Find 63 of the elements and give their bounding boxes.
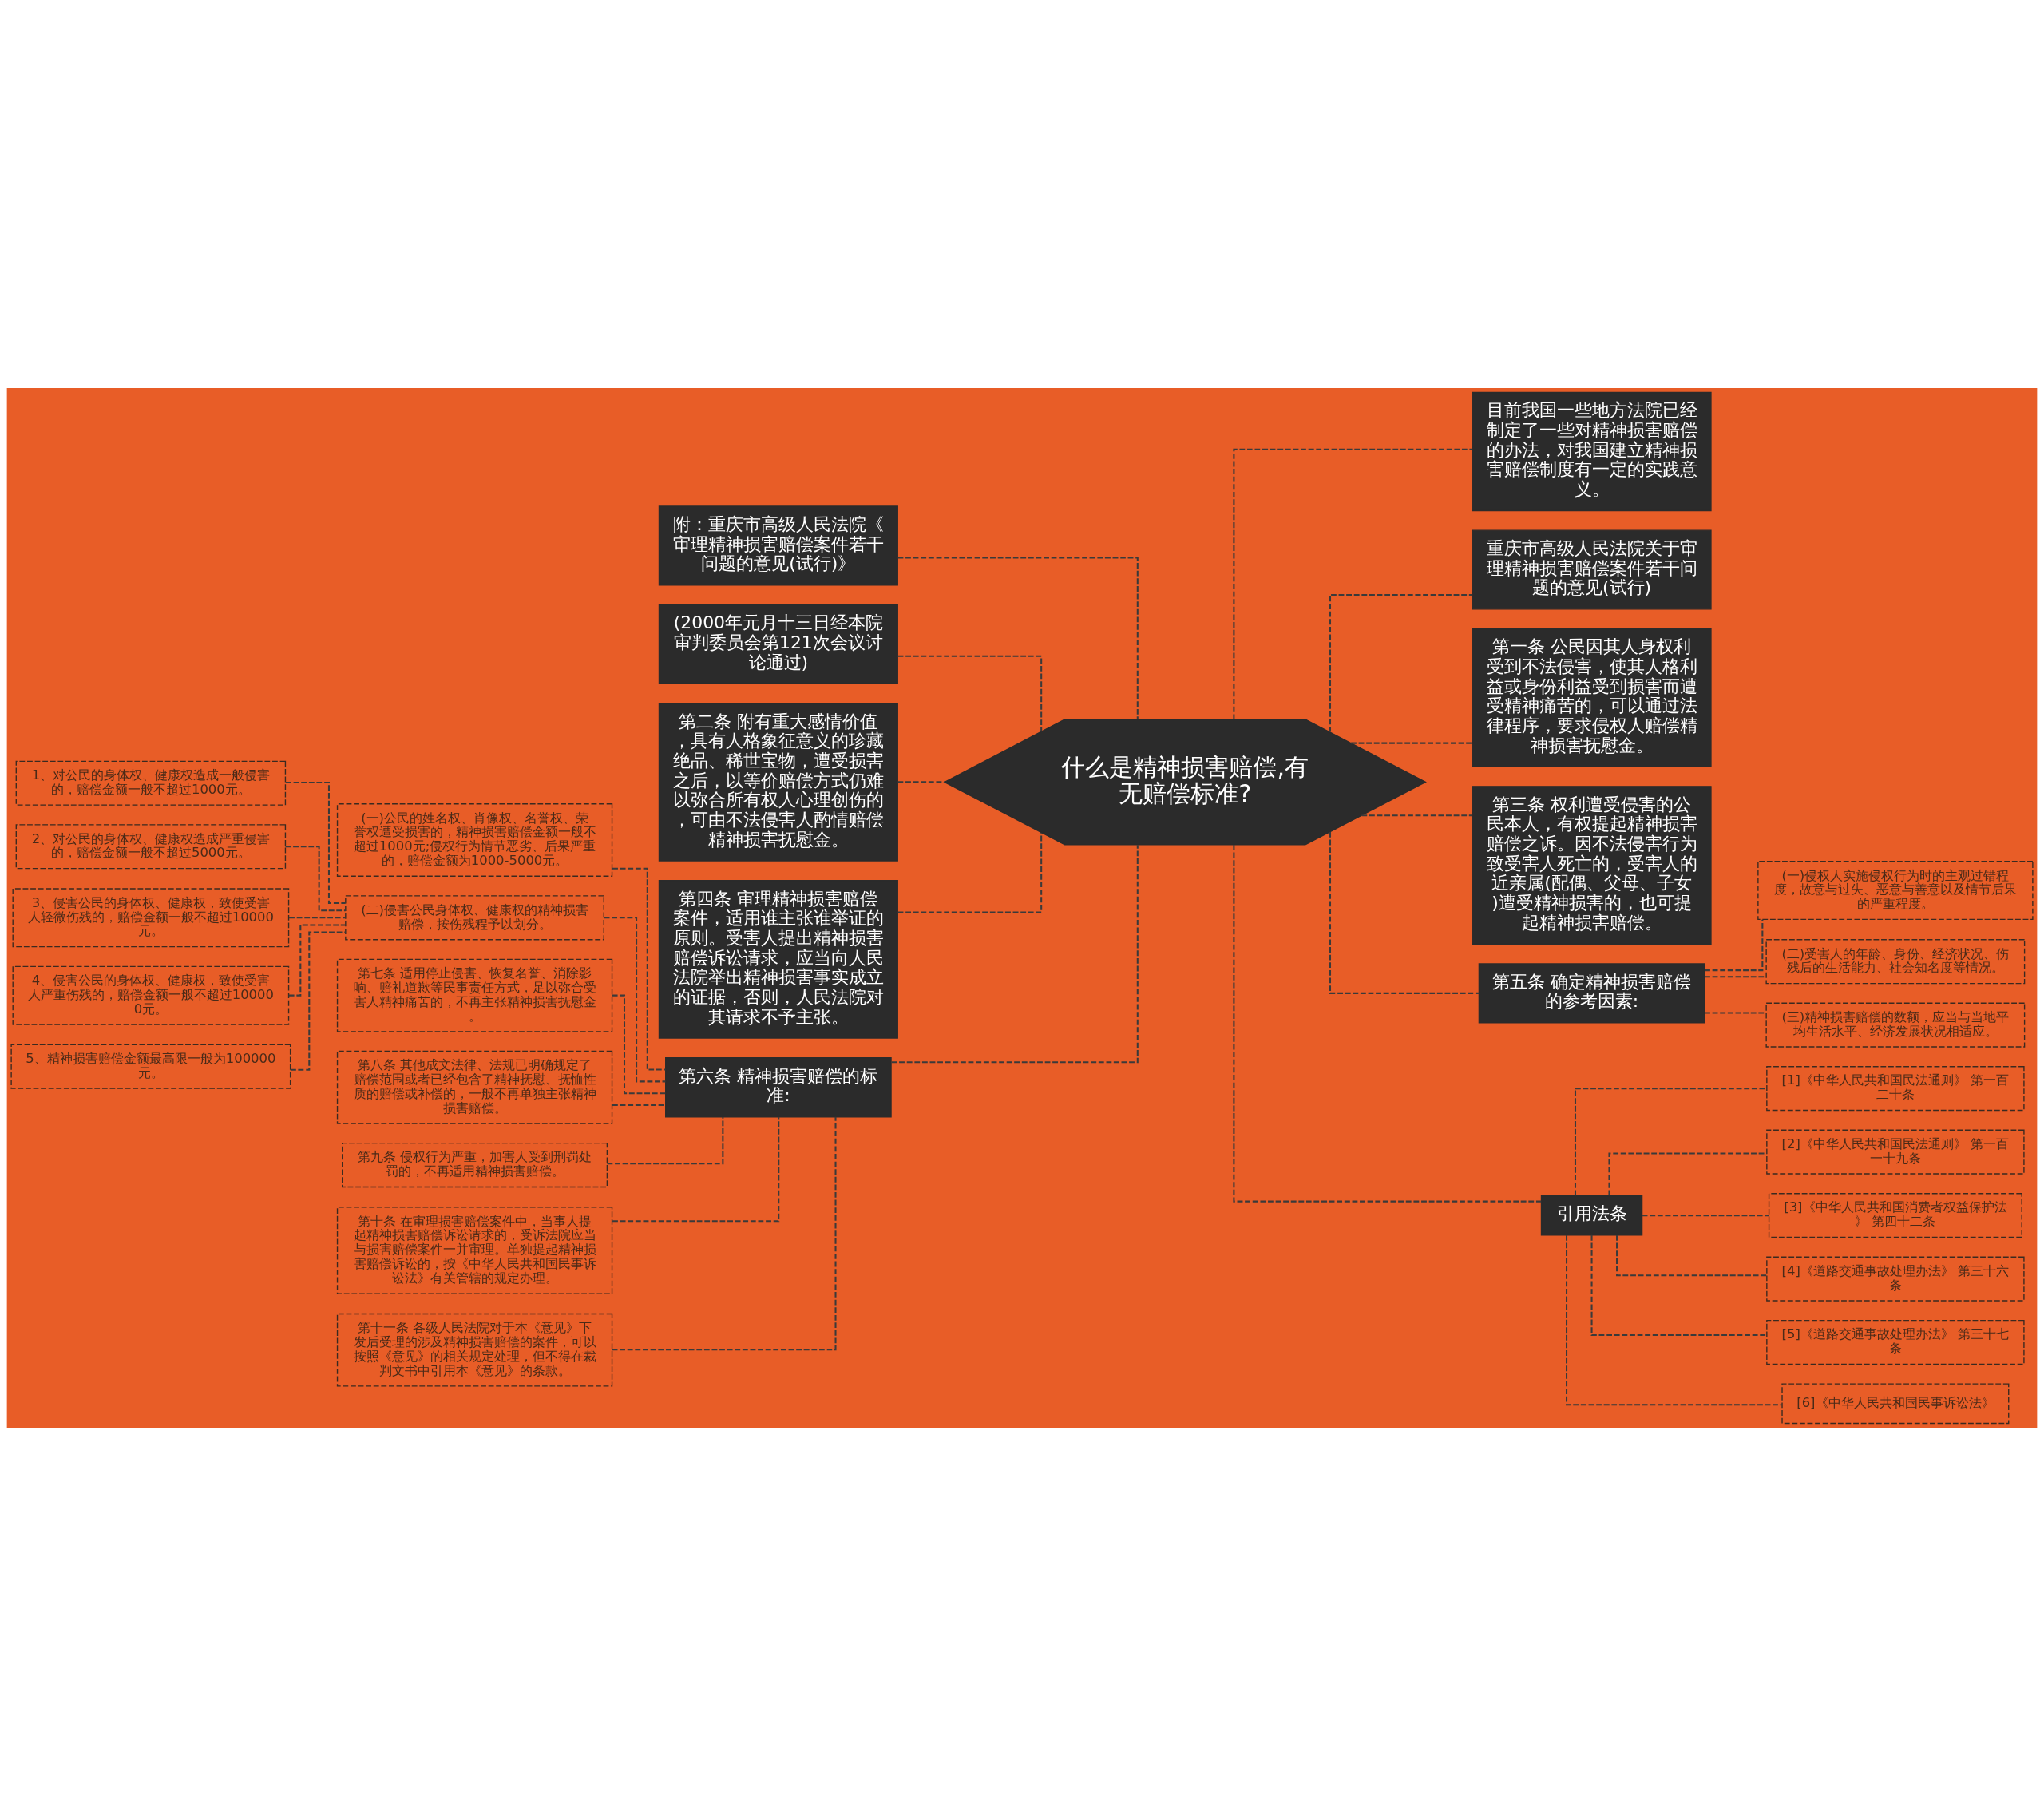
connector <box>1233 448 1472 719</box>
node-box: [3]《中华人民共和国消费者权益保护法》 第四十二条 <box>1768 1192 2022 1238</box>
connector <box>897 655 1043 731</box>
connector <box>1616 1234 1767 1276</box>
connector <box>1329 593 1473 732</box>
connector <box>612 1116 837 1350</box>
connector <box>1590 1234 1767 1336</box>
node-box: [4]《道路交通事故处理办法》 第三十六条 <box>1766 1256 2025 1302</box>
node-box: [2]《中华人民共和国民法通则》 第一百一十九条 <box>1766 1129 2025 1175</box>
connector <box>1608 1151 1767 1195</box>
connector <box>1705 975 1766 977</box>
connector <box>1233 844 1542 1203</box>
node-box: 附：重庆市高级人民法院《审理精神损害赔偿案件若干问题的意见(试行)》 <box>658 505 898 585</box>
connector <box>612 1104 666 1106</box>
node-box: (二)受害人的年龄、身份、经济状况、伤残后的生活能力、社会知名度等情况。 <box>1765 938 2026 984</box>
node-box: [5]《道路交通事故处理办法》 第三十七条 <box>1766 1319 2025 1365</box>
connector <box>285 781 346 904</box>
node-box: 3、侵害公民的身体权、健康权，致使受害人轻微伤残的，赔偿金额一般不超过10000元。 <box>12 887 290 947</box>
node-box: 2、对公民的身体权、健康权造成严重侵害的，赔偿金额一般不超过5000元。 <box>15 823 287 869</box>
connector <box>1361 814 1473 816</box>
node-box: 第六条 精神损害赔偿的标准: <box>665 1056 892 1117</box>
connector <box>897 832 1043 913</box>
connector <box>1329 831 1480 994</box>
node-box: 第七条 适用停止侵害、恢复名誉、消除影响、赔礼道歉等民事责任方式，足以弥合受害人精神痛苦的，不再主张精神损害抚慰金。 <box>336 958 613 1032</box>
node-box: 5、精神损害赔偿金额最高限一般为100000元。 <box>10 1044 291 1089</box>
connector <box>897 780 945 783</box>
connector <box>1705 1012 1766 1014</box>
connector <box>607 1116 724 1164</box>
node-box: 第五条 确定精神损害赔偿的参考因素: <box>1478 962 1705 1024</box>
connector <box>604 916 666 1082</box>
connector <box>612 1116 780 1222</box>
node-box: 第八条 其他成文法律、法规已明确规定了赔偿范围或者已经包含了精神抚慰、抚恤性质的赔偿或补偿的，一般不再单独主张精神损害赔偿。 <box>336 1050 613 1124</box>
node-box: (二)侵害公民身体权、健康权的精神损害赔偿，按伤残程予以划分。 <box>345 894 604 940</box>
node-box: [6]《中华人民共和国民事诉讼法》 <box>1781 1383 2010 1424</box>
node-box: 引用法条 <box>1540 1195 1643 1235</box>
connector <box>288 923 346 997</box>
node-box: 重庆市高级人民法院关于审理精神损害赔偿案件若干问题的意见(试行) <box>1472 529 1712 610</box>
node-box: 第一条 公民因其人身权利受到不法侵害，使其人格利益或身份利益受到损害而遭受精神痛苦的，可以通过法律程序，要求侵权人赔偿精神损害抚慰金。 <box>1472 628 1712 767</box>
node-box: (三)精神损害赔偿的数额，应当与当地平均生活水平、经济发展状况相适应。 <box>1765 1002 2026 1048</box>
connector <box>285 845 346 911</box>
node-box: 目前我国一些地方法院已经制定了一些对精神损害赔偿的办法，对我国建立精神损害赔偿制度有一定的实践意义。 <box>1472 391 1712 511</box>
node-box: (一)侵权人实施侵权行为时的主观过错程度，故意与过失、恶意与善意以及情节后果的严重程度。 <box>1757 860 2034 920</box>
connector <box>612 867 666 1071</box>
node-box: [1]《中华人民共和国民法通则》 第一百二十条 <box>1766 1065 2025 1111</box>
connector <box>891 844 1139 1063</box>
node-box: 1、对公民的身体权、健康权造成一般侵害的，赔偿金额一般不超过1000元。 <box>15 760 287 806</box>
connector <box>897 556 1139 719</box>
node-box: (一)公民的姓名权、肖像权、名誉权、荣誉权遭受损害的，精神损害赔偿金额一般不超过1000元;侵权行为情节恶劣、后果严重的，赔偿金额为1000-5000元。 <box>336 802 613 877</box>
node-box: 第十一条 各级人民法院对于本《意见》下发后受理的涉及精神损害赔偿的案件，可以按照《意见》的相关规定处理，但不得在裁判文书中引用本《意见》的条款。 <box>336 1313 613 1387</box>
node-box: 第四条 审理精神损害赔偿案件，适用谁主张谁举证的原则。受害人提出精神损害赔偿诉讼请求，应当向人民法院举出精神损害事实成立的证据，否则，人民法院对其请求不予主张。 <box>658 879 898 1039</box>
connector <box>1351 742 1472 744</box>
node-box: 第三条 权利遭受侵害的公民本人，有权提起精神损害赔偿之诉。因不法侵害行为致受害人死亡的，受害人的近亲属(配偶、父母、子女)遭受精神损害的，也可提起精神损害赔偿。 <box>1472 785 1712 945</box>
node-box: 第二条 附有重大感情价值，具有人格象征意义的珍藏绝品、稀世宝物，遭受损害之后，以等价赔偿方式仍难以弥合所有权人心理创伤的，可由不法侵害人酌情赔偿精神损害抚慰金。 <box>658 702 898 862</box>
node-box: 4、侵害公民的身体权、健康权，致使受害人严重伤残的，赔偿金额一般不超过100000元。 <box>12 965 290 1025</box>
connector <box>1642 1214 1769 1216</box>
node-box: 第十条 在审理损害赔偿案件中，当事人提起精神损害赔偿诉讼请求的，受诉法院应当与损害赔偿案件一并审理。单独提起精神损害赔偿诉讼的，按《中华人民共和国民事诉讼法》有关管辖的规定办理。 <box>336 1206 613 1294</box>
node-box: 第九条 侵权行为严重，加害人受到刑罚处罚的，不再适用精神损害赔偿。 <box>342 1142 608 1187</box>
connector <box>1566 1234 1782 1405</box>
connector <box>289 916 346 918</box>
connector <box>1704 919 1764 971</box>
connector <box>612 994 666 1094</box>
connector <box>1574 1087 1767 1195</box>
node-box: (2000年元月十三日经本院审判委员会第121次会议讨论通过) <box>658 604 898 684</box>
